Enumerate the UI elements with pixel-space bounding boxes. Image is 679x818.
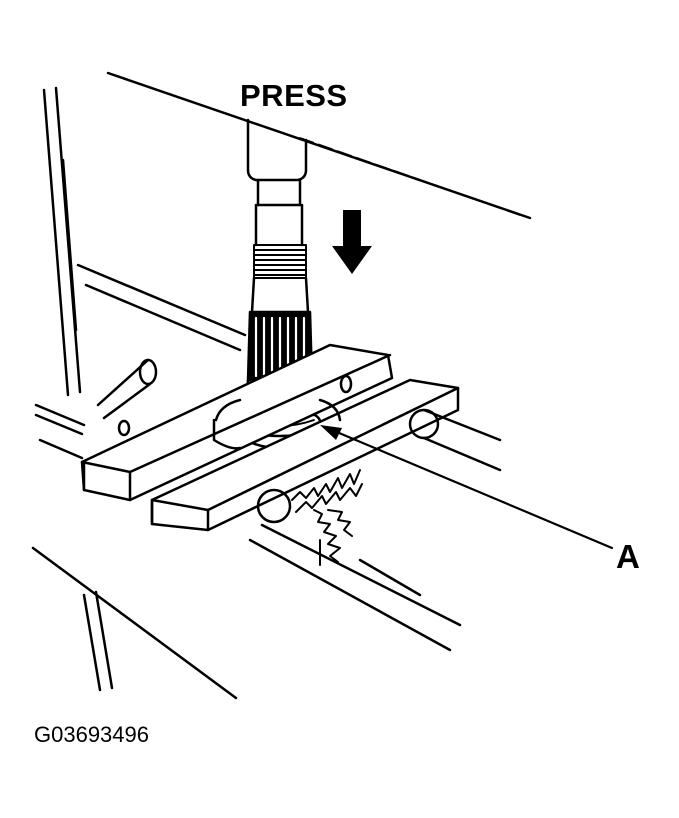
press-ram [246,118,308,247]
down-arrow-icon [332,210,372,274]
support-plates [80,343,460,532]
differential-gear [291,469,363,566]
callout-a-leader [320,425,614,550]
press-frame [31,71,532,700]
callout-a-label: A [616,538,640,575]
shaft-threads [253,244,307,279]
press-label: PRESS [240,78,348,113]
rails-and-bolts [34,358,502,652]
figure-id: G03693496 [34,722,149,747]
